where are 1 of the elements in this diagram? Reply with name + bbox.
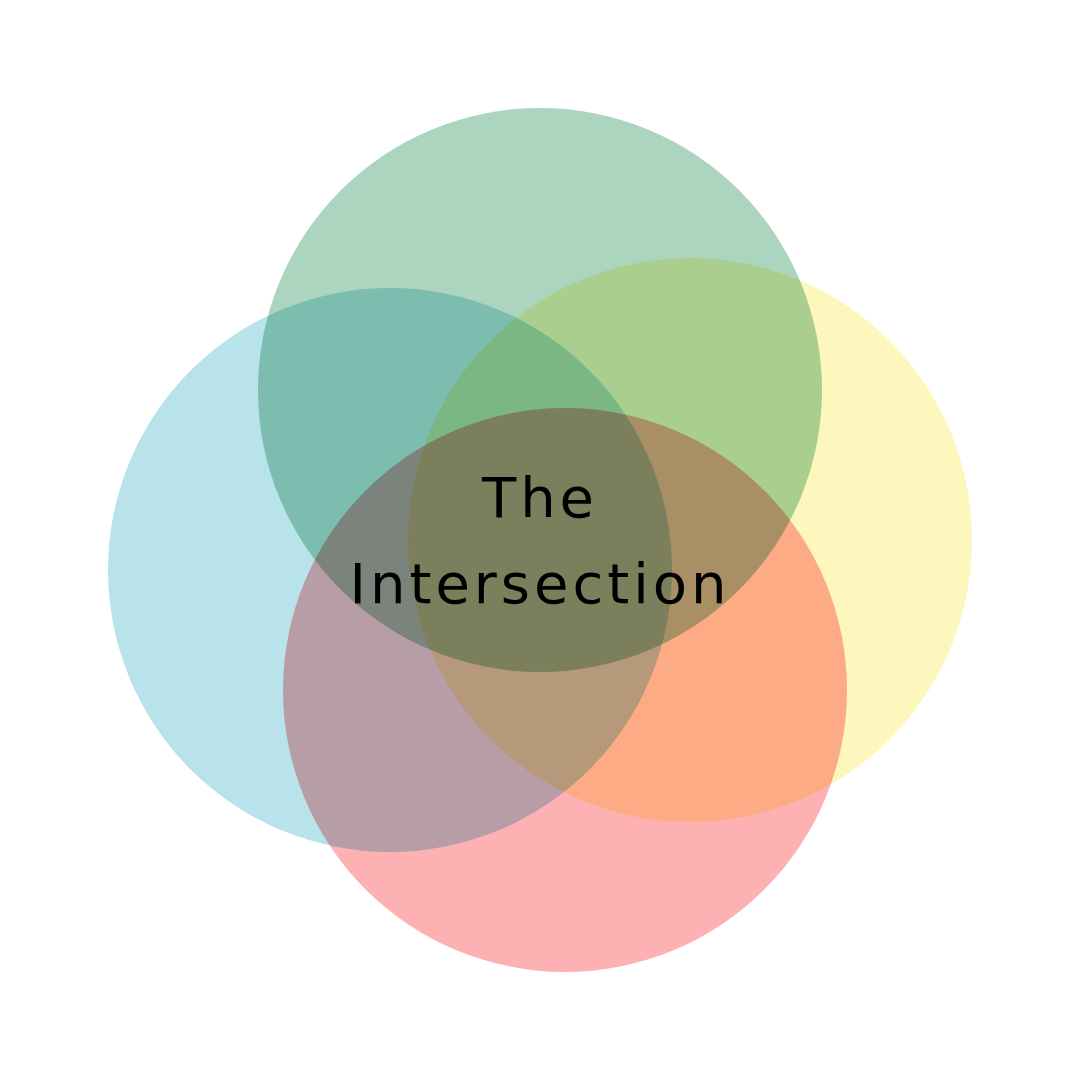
center-title: The Intersection xyxy=(348,464,732,618)
